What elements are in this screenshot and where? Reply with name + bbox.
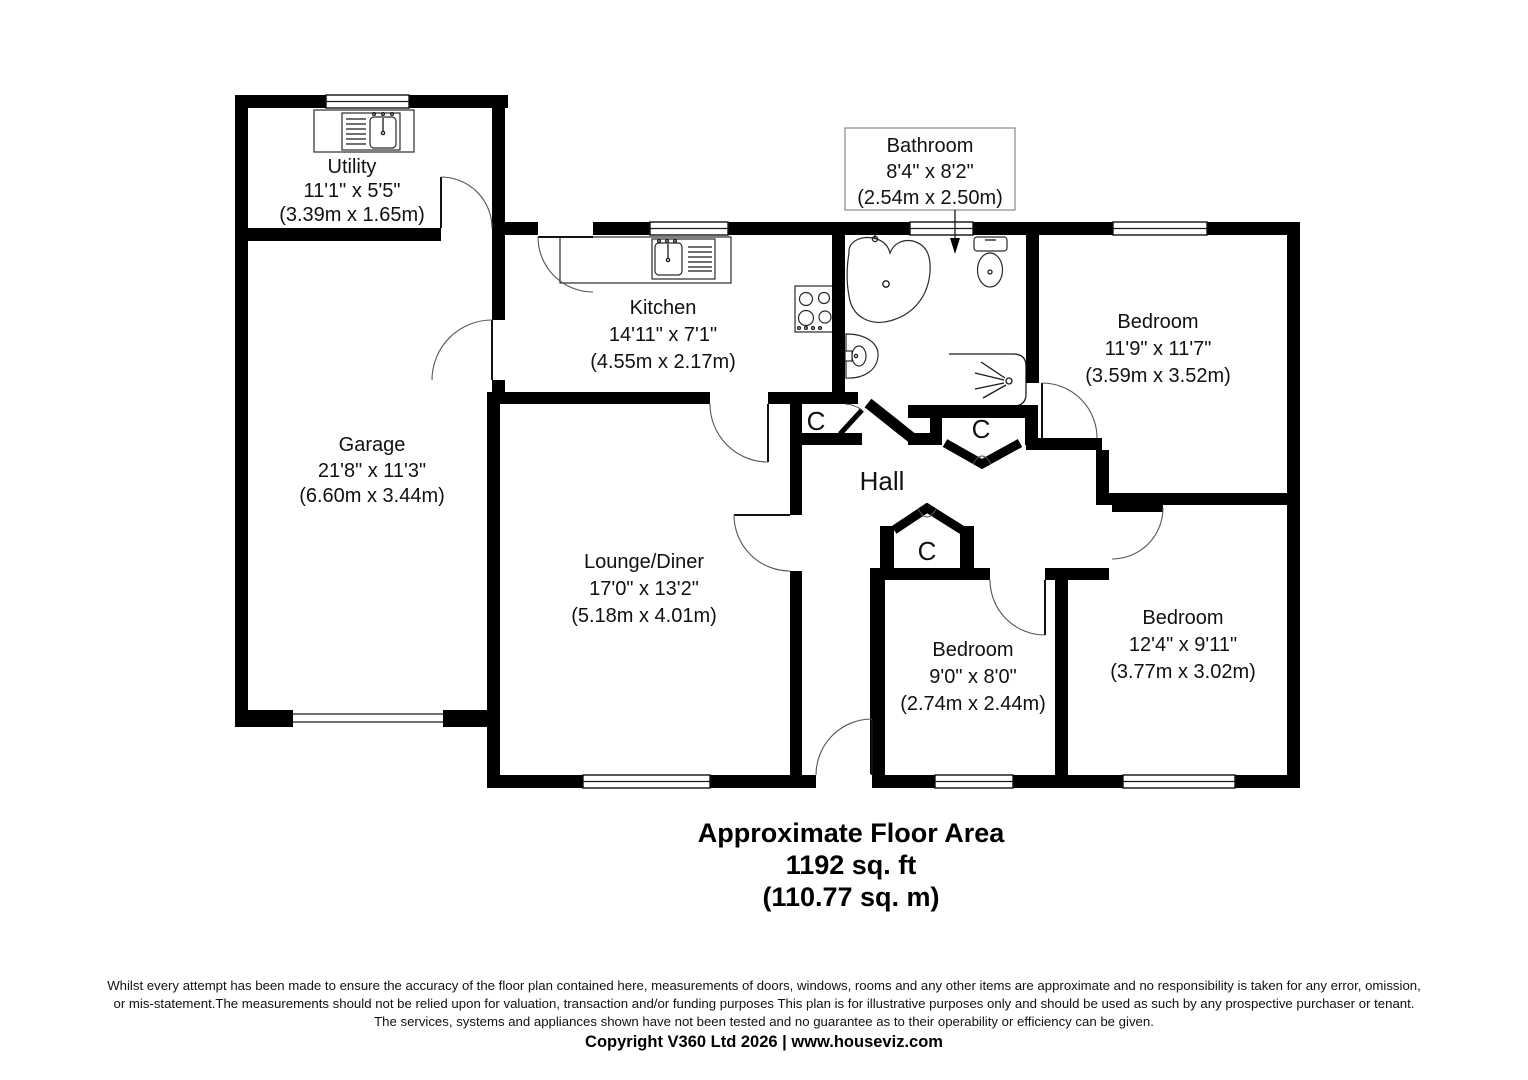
floor-area-sqft: 1192 sq. ft: [786, 850, 917, 880]
bedroom-small-door: [989, 579, 1046, 636]
svg-text:11'1" x 5'5": 11'1" x 5'5": [303, 180, 400, 202]
svg-text:14'11" x 7'1": 14'11" x 7'1": [609, 324, 717, 346]
svg-text:Lounge/Diner: Lounge/Diner: [584, 551, 704, 573]
closet-bottom-label: C: [918, 536, 937, 566]
footer: Whilst every attempt has been made to en…: [107, 978, 1421, 1051]
svg-text:Bedroom: Bedroom: [1117, 311, 1198, 333]
bedroom-small-label: Bedroom 9'0" x 8'0" (2.74m x 2.44m): [900, 639, 1046, 715]
room-labels: Utility 11'1" x 5'5" (3.39m x 1.65m) Gar…: [279, 156, 1256, 715]
bathroom-label: Bathroom: [887, 135, 974, 157]
garage-door-opening: [293, 713, 443, 723]
svg-text:Bedroom: Bedroom: [1142, 607, 1223, 629]
drainer-hatch-icon: [346, 118, 366, 145]
doors: [431, 176, 1164, 776]
closet-middle-label: C: [972, 414, 991, 444]
hall-label: Hall: [860, 466, 905, 496]
bedroom-top-door: [1041, 382, 1098, 439]
door-openings: [491, 221, 872, 789]
hob-icon: [794, 285, 837, 333]
svg-text:(3.77m x 3.02m): (3.77m x 3.02m): [1110, 661, 1256, 683]
basin-icon: [844, 333, 879, 379]
floor-area-title: Approximate Floor Area: [698, 818, 1006, 848]
utility-window: [325, 94, 410, 109]
bathroom-dims: 8'4" x 8'2": [886, 161, 973, 183]
disclaimer-line2: or mis-statement.The measurements should…: [114, 996, 1415, 1011]
drainer-hatch-icon: [688, 246, 712, 272]
bedroom-bottom-door: [1111, 504, 1164, 560]
svg-text:12'4" x 9'11": 12'4" x 9'11": [1129, 634, 1237, 656]
kitchen-lounge-door: [709, 403, 769, 463]
bedroom-bottom-window: [1122, 774, 1236, 789]
svg-text:Bedroom: Bedroom: [932, 639, 1013, 661]
svg-text:11'9" x 11'7": 11'9" x 11'7": [1105, 338, 1212, 360]
svg-text:(4.55m x 2.17m): (4.55m x 2.17m): [590, 351, 736, 373]
closet-left-label: C: [807, 406, 826, 436]
corner-bath-icon: [846, 233, 931, 323]
disclaimer-line1: Whilst every attempt has been made to en…: [107, 978, 1421, 993]
windows: [293, 94, 1236, 789]
svg-text:(2.74m x 2.44m): (2.74m x 2.44m): [900, 693, 1046, 715]
closet-middle-door: [942, 439, 1023, 470]
back-door: [537, 236, 594, 293]
disclaimer-line3: The services, systems and appliances sho…: [374, 1014, 1154, 1029]
kitchen-window: [649, 221, 729, 236]
bathroom-callout: Bathroom 8'4" x 8'2" (2.54m x 2.50m): [844, 127, 1016, 254]
lounge-door: [733, 514, 791, 572]
svg-text:17'0" x 13'2": 17'0" x 13'2": [589, 578, 699, 600]
floor-area-sqm: (110.77 sq. m): [762, 882, 939, 912]
bathroom-door: [838, 403, 864, 436]
closet-bottom-door: [891, 502, 965, 534]
walls: [235, 95, 1300, 788]
kitchen-room-label: Kitchen 14'11" x 7'1" (4.55m x 2.17m): [590, 297, 736, 373]
svg-text:(3.59m x 3.52m): (3.59m x 3.52m): [1085, 365, 1231, 387]
kitchen-sink-unit: [651, 238, 716, 280]
toilet-icon: [973, 236, 1008, 288]
svg-text:9'0" x 8'0": 9'0" x 8'0": [929, 666, 1016, 688]
bedroom-top-window: [1112, 221, 1208, 236]
svg-text:Garage: Garage: [339, 434, 406, 456]
bathroom-metric: (2.54m x 2.50m): [857, 187, 1003, 209]
lounge-room-label: Lounge/Diner 17'0" x 13'2" (5.18m x 4.01…: [571, 551, 717, 627]
bedroom-small-window: [934, 774, 1014, 789]
bedroom-top-label: Bedroom 11'9" x 11'7" (3.59m x 3.52m): [1085, 311, 1231, 387]
garage-door: [431, 319, 493, 381]
utility-room-label: Utility 11'1" x 5'5" (3.39m x 1.65m): [279, 156, 425, 226]
bathroom-window: [909, 221, 974, 236]
bedroom-bottom-label: Bedroom 12'4" x 9'11" (3.77m x 3.02m): [1110, 607, 1256, 683]
svg-text:Utility: Utility: [328, 156, 377, 178]
svg-text:Kitchen: Kitchen: [630, 297, 697, 319]
shower-icon: [949, 353, 1027, 407]
svg-text:21'8" x 11'3": 21'8" x 11'3": [318, 460, 426, 482]
svg-text:(3.39m x 1.65m): (3.39m x 1.65m): [279, 204, 425, 226]
front-door: [815, 718, 873, 776]
garage-room-label: Garage 21'8" x 11'3" (6.60m x 3.44m): [299, 434, 445, 507]
utility-sink-unit: [313, 109, 415, 153]
svg-text:(5.18m x 4.01m): (5.18m x 4.01m): [571, 605, 717, 627]
copyright-line: Copyright V360 Ltd 2026 | www.houseviz.c…: [585, 1033, 943, 1051]
floor-area-summary: Approximate Floor Area 1192 sq. ft (110.…: [698, 818, 1006, 912]
utility-door: [440, 176, 493, 229]
arrow-down-icon: [950, 238, 960, 254]
svg-text:(6.60m x 3.44m): (6.60m x 3.44m): [299, 485, 445, 507]
lounge-window: [582, 774, 711, 789]
